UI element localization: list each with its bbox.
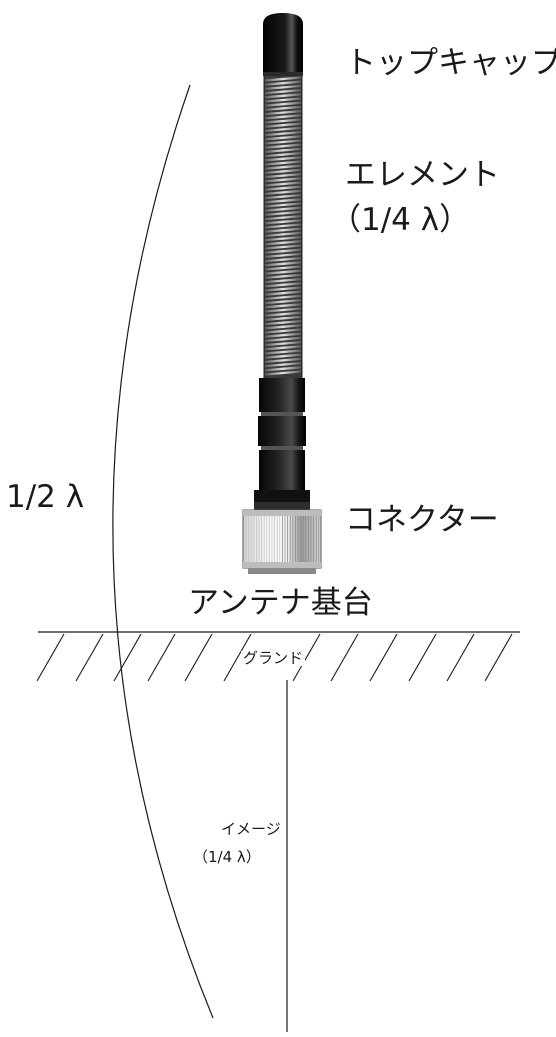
image-label: イメージ <box>221 820 281 838</box>
spring-coil <box>264 181 302 187</box>
spring-coil <box>264 252 302 259</box>
spring-coil <box>264 328 302 334</box>
spring-coil <box>264 303 302 309</box>
spring-coil <box>264 357 302 364</box>
spring-coil <box>264 248 302 254</box>
spring-coil <box>264 290 302 296</box>
hatch-line <box>369 633 398 682</box>
half-wave-arc <box>112 84 214 1019</box>
spring-coil <box>264 135 302 141</box>
half-wave-label: 1/2 λ <box>6 479 85 515</box>
spring-coil <box>264 231 302 238</box>
spring-coil <box>264 139 302 145</box>
spring-coil <box>264 361 302 368</box>
hatch-line <box>184 633 213 682</box>
spring-coil <box>264 315 302 322</box>
spring-coil <box>264 93 302 99</box>
spring-coil <box>264 332 302 338</box>
spring-coil <box>264 311 302 317</box>
hatch-line <box>223 633 252 682</box>
spring-coil <box>264 366 302 372</box>
hatch-line <box>36 633 65 682</box>
spring-coil <box>264 160 302 166</box>
spring-coil <box>264 105 302 112</box>
top-cap-label: トップキャップ <box>345 45 556 81</box>
spring-coil <box>264 109 302 116</box>
spring-coil <box>264 177 302 183</box>
image-wavelength-label: （1/4 λ） <box>193 848 261 866</box>
spring-coil <box>264 80 302 86</box>
hatch-line <box>446 633 475 682</box>
spring-coil <box>264 319 302 326</box>
spring-coil <box>264 88 302 95</box>
hatch-line <box>484 633 513 682</box>
connector-nut <box>242 509 322 574</box>
spring-coil <box>264 114 302 120</box>
hatch-line <box>292 633 321 682</box>
spring-coil <box>264 256 302 263</box>
spring-coil <box>264 76 302 82</box>
hatch-line <box>408 633 437 682</box>
element-label: エレメント <box>345 157 500 193</box>
spring-coil <box>264 244 302 250</box>
spring-coil <box>264 223 302 229</box>
spring-coil <box>264 298 302 305</box>
spring-coil <box>264 265 302 271</box>
spring-coil <box>264 240 302 246</box>
spring-coil <box>264 219 302 225</box>
hatch-line <box>147 633 176 682</box>
spring-coil <box>264 282 302 288</box>
spring-coil <box>264 345 302 351</box>
antenna-base-label: アンテナ基台 <box>188 585 373 621</box>
spring-coil <box>264 164 302 170</box>
spring-coil <box>264 210 302 217</box>
spring-coil <box>264 198 302 204</box>
spring-coil <box>264 269 302 275</box>
spring-coil <box>264 97 302 103</box>
spring-coil <box>264 156 302 162</box>
connector-body <box>254 378 310 510</box>
spring-coil <box>264 261 302 267</box>
spring-coil <box>264 189 302 196</box>
spring-coil <box>264 336 302 343</box>
ground-label: グランド <box>241 649 306 667</box>
spring-coil <box>264 349 302 355</box>
spring-coil <box>264 84 302 91</box>
hatch-line <box>113 633 142 682</box>
spring-coil <box>264 277 302 284</box>
spring-coil <box>264 130 302 137</box>
spring-coil <box>264 324 302 330</box>
spring-coil <box>264 307 302 313</box>
spring-coil <box>264 206 302 212</box>
spring-coil <box>264 151 302 158</box>
spring-coil <box>264 340 302 347</box>
spring-coil <box>264 168 302 175</box>
spring-coil <box>264 273 302 280</box>
spring-coil <box>264 235 302 242</box>
hatch-line <box>75 633 104 682</box>
spring-coil <box>264 286 302 292</box>
spring-coil <box>264 214 302 221</box>
ground-hatch <box>36 633 513 682</box>
element-spring <box>263 76 303 378</box>
spring-coil <box>264 101 302 107</box>
spring-coil <box>264 193 302 200</box>
spring-coil <box>264 370 302 376</box>
spring-coil <box>264 227 302 233</box>
top-cap-shape <box>263 13 303 76</box>
spring-coil <box>264 147 302 154</box>
spring-coil <box>264 172 302 179</box>
connector-label: コネクター <box>345 502 499 538</box>
spring-coil <box>264 202 302 208</box>
spring-coil <box>264 118 302 124</box>
spring-coil <box>264 185 302 191</box>
spring-coil <box>264 353 302 359</box>
spring-coil <box>264 294 302 301</box>
spring-coil <box>264 126 302 133</box>
spring-coil <box>264 122 302 128</box>
element-wavelength-label: （1/4 λ） <box>330 202 471 238</box>
spring-coil <box>264 143 302 149</box>
hatch-line <box>330 633 359 682</box>
